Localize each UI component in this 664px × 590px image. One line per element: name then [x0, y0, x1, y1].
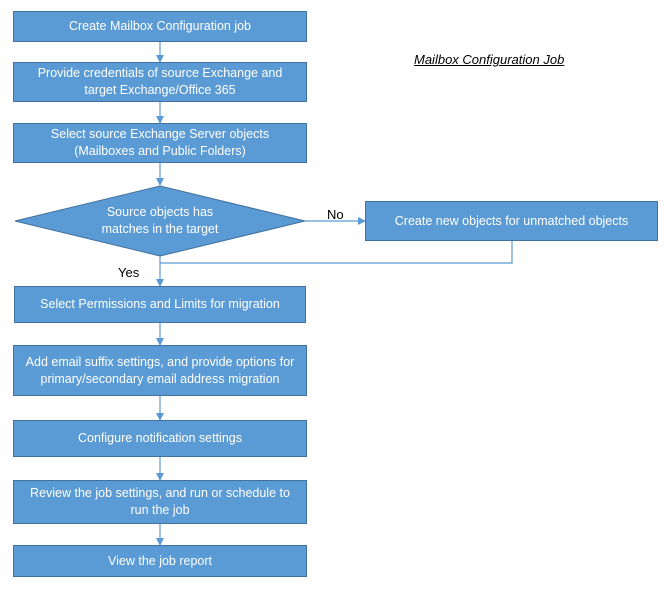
step-provide-credentials: Provide credentials of source Exchange a…: [13, 62, 307, 102]
yes-label: Yes: [118, 265, 140, 280]
diagram-title: Mailbox Configuration Job: [414, 52, 565, 67]
step-select-permissions: Select Permissions and Limits for migrat…: [14, 286, 306, 323]
decision-diamond: [14, 185, 306, 257]
step-create-new-objects: Create new objects for unmatched objects: [365, 201, 658, 241]
step-create-job: Create Mailbox Configuration job: [13, 11, 307, 42]
step-view-report: View the job report: [13, 545, 307, 577]
step-notification-settings: Configure notification settings: [13, 420, 307, 457]
decision-label: Source objects has matches in the target: [101, 205, 219, 236]
step-select-objects: Select source Exchange Server objects (M…: [13, 123, 307, 163]
no-label: No: [327, 207, 344, 222]
step-email-suffix: Add email suffix settings, and provide o…: [13, 345, 307, 396]
step-review-run: Review the job settings, and run or sche…: [13, 480, 307, 524]
arrow-create-new-return: [160, 241, 513, 264]
